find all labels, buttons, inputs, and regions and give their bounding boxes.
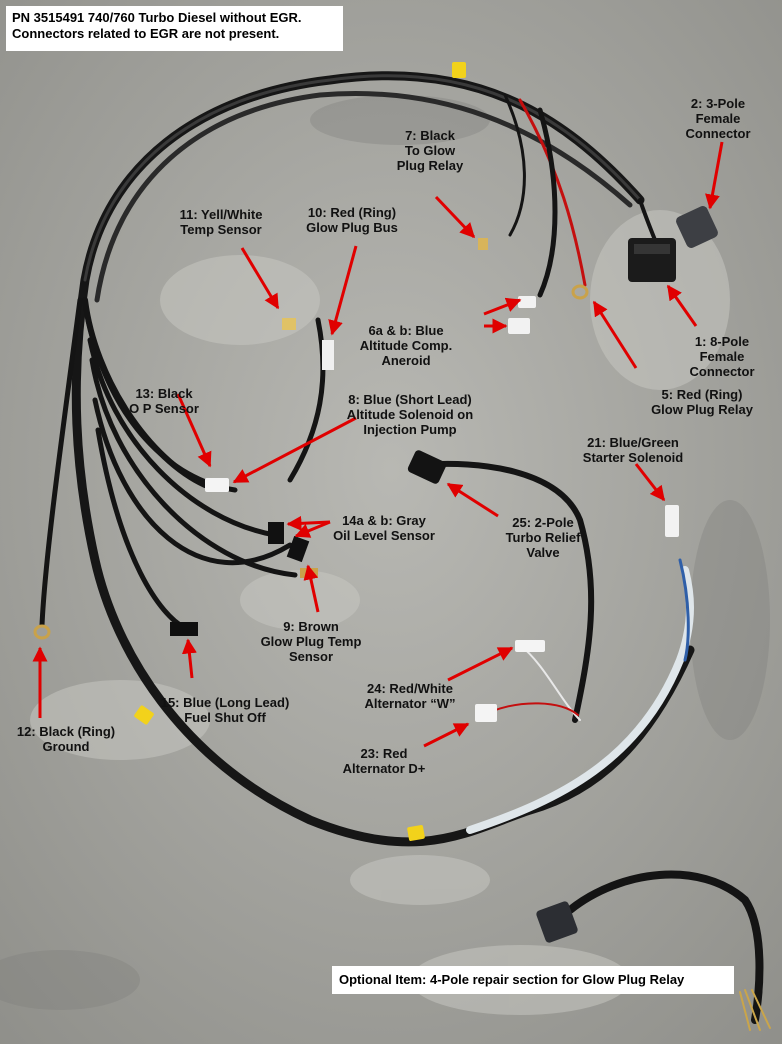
tape-marks: [134, 62, 466, 841]
repair-section: [566, 870, 771, 1031]
floor-shadows: [0, 95, 770, 1010]
connector-op-sensor: [205, 478, 229, 492]
floor-texture: [30, 210, 730, 1015]
connector-alternator-w: [515, 640, 545, 652]
connector-oil-level-b: [286, 535, 310, 563]
connector-alternator-d: [475, 704, 497, 722]
connector-oil-level-a: [268, 522, 284, 544]
connector-aneroid-b: [508, 318, 530, 334]
connector-starter: [665, 505, 679, 537]
title-line: PN 3515491 740/760 Turbo Diesel without …: [12, 10, 302, 25]
label-ground: 12: Black (Ring)Ground: [16, 724, 116, 754]
title-box: PN 3515491 740/760 Turbo Diesel without …: [6, 6, 343, 51]
annotation-arrows: [32, 141, 724, 748]
ring-terminal-relay: [571, 284, 589, 300]
ring-terminal-ground: [33, 624, 51, 640]
connector-aneroid-a: [518, 296, 536, 308]
title-line: Connectors related to EGR are not presen…: [12, 26, 280, 41]
label-glow-plug-bus: 10: Red (Ring)Glow Plug Bus: [306, 205, 398, 235]
connector-temp-sensor: [282, 318, 296, 330]
terminal-glow-relay: [478, 238, 488, 250]
label-altitude-solenoid: 8: Blue (Short Lead)Altitude Solenoid on…: [346, 392, 474, 437]
connector-repair-4-pole: [536, 901, 578, 943]
label-glow-plug-relay-ring: 5: Red (Ring)Glow Plug Relay: [651, 387, 753, 417]
connector-fuel-shutoff: [170, 622, 198, 636]
connectors: [33, 206, 718, 943]
connector-turbo-relief: [407, 450, 447, 484]
connector-glow-bus: [322, 340, 334, 370]
optional-item-note: Optional Item: 4-Pole repair section for…: [332, 966, 734, 994]
label-fuel-shut-off: 15: Blue (Long Lead)Fuel Shut Off: [160, 695, 290, 725]
connector-3-pole: [676, 206, 718, 248]
